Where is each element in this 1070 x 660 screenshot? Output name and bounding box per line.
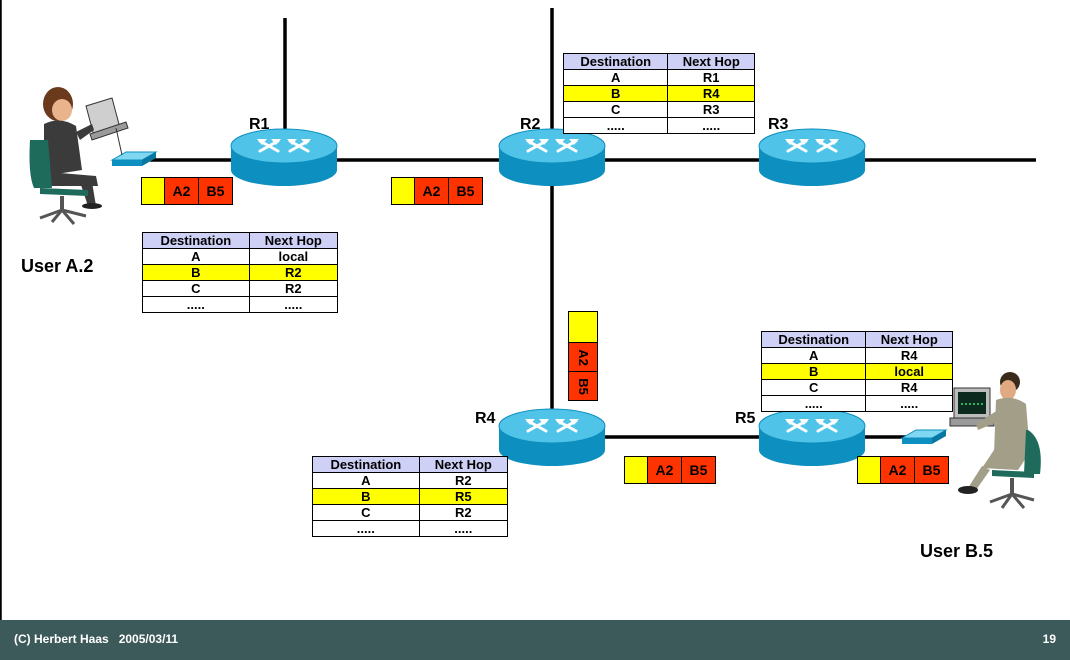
router-label-r5: R5 [735, 410, 756, 427]
table-header-destination: Destination [142, 232, 250, 249]
packet-r4-r5: A2 B5 [624, 456, 716, 484]
packet-header [625, 457, 648, 483]
table-header-next-hop: Next Hop [865, 331, 953, 348]
router-r1 [229, 127, 339, 188]
slide-footer: (C) Herbert Haas 2005/03/11 19 [0, 620, 1070, 660]
packet-src: A2 [648, 457, 681, 483]
table-header-destination: Destination [562, 53, 669, 70]
switch-user-a [111, 151, 157, 167]
table-row: .......... [562, 117, 755, 134]
packet-src: A2 [415, 178, 448, 204]
router-r5 [757, 407, 867, 468]
packet-header [569, 312, 597, 343]
packet-dst: B5 [448, 178, 482, 204]
packet-header [858, 457, 881, 483]
router-label-r4: R4 [475, 410, 496, 427]
network-diagram [0, 0, 1041, 620]
user-b-figure-icon [949, 372, 1041, 509]
packet-dst: B5 [569, 371, 597, 400]
user-a-figure-icon [29, 87, 129, 225]
router-r2 [497, 127, 607, 188]
table-row: .......... [142, 296, 339, 313]
table-header-next-hop: Next Hop [248, 232, 339, 249]
packet-dst: B5 [681, 457, 715, 483]
table-row: .......... [760, 395, 953, 412]
router-label-r1: R1 [249, 116, 270, 133]
packet-header [142, 178, 165, 204]
packet-dst: B5 [198, 178, 232, 204]
table-header-destination: Destination [312, 456, 420, 473]
packet-src: A2 [165, 178, 198, 204]
packet-dst: B5 [914, 457, 948, 483]
table-row: .......... [312, 520, 509, 537]
router-label-r2: R2 [520, 116, 541, 133]
user-b-label: User B.5 [920, 541, 994, 561]
user-a-label: User A.2 [21, 256, 94, 276]
router-r3 [757, 127, 867, 188]
table-header-next-hop: Next Hop [418, 456, 509, 473]
footer-copyright: (C) Herbert Haas 2005/03/11 [14, 632, 179, 646]
page-number: 19 [1042, 632, 1056, 646]
packet-r1-r2: A2 B5 [391, 177, 483, 205]
packet-user-a: A2 B5 [141, 177, 233, 205]
packet-src: A2 [569, 343, 597, 371]
table-header-next-hop: Next Hop [667, 53, 755, 70]
router-r4 [497, 407, 607, 468]
packet-header [392, 178, 415, 204]
packet-user-b: A2 B5 [857, 456, 949, 484]
switch-user-b [901, 429, 947, 445]
router-label-r3: R3 [768, 116, 789, 133]
table-header-destination: Destination [760, 331, 867, 348]
packet-src: A2 [881, 457, 914, 483]
packet-r2-r4: A2 B5 [568, 311, 598, 401]
